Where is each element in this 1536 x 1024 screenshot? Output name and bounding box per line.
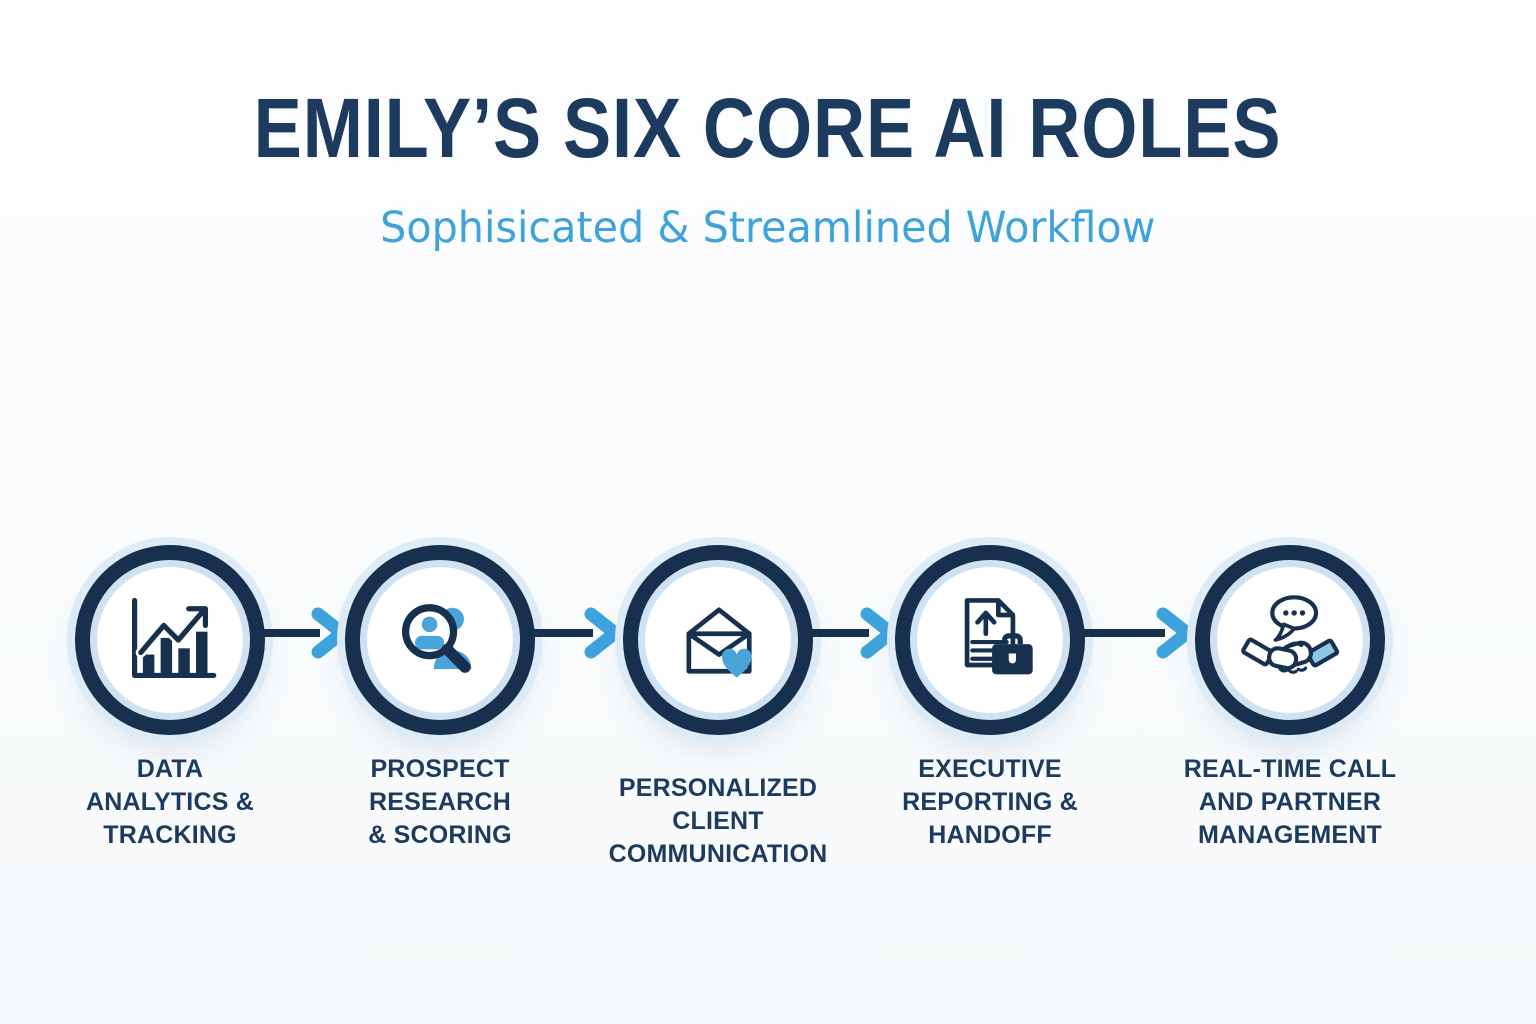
node-ring <box>623 545 813 735</box>
header: EMILY’S SIX CORE AI ROLES <box>0 86 1536 170</box>
magnifier-people-icon <box>401 604 472 673</box>
arrow-right-icon <box>1083 607 1193 659</box>
page-subtitle: Sophisicated & Streamlined Workflow <box>380 203 1156 253</box>
workflow-node-call-partner-management <box>1195 545 1385 735</box>
handshake-chat-icon <box>1241 595 1340 674</box>
workflow-node-data-analytics <box>75 545 265 735</box>
subheader: Sophisicated & Streamlined Workflow <box>0 203 1536 255</box>
step-label-data-analytics: DATA ANALYTICS & TRACKING <box>86 755 254 849</box>
workflow-node-prospect-research <box>345 545 535 735</box>
page-title: EMILY’S SIX CORE AI ROLES <box>254 81 1282 175</box>
node-ring <box>895 545 1085 735</box>
step-label-call-partner-management: REAL-TIME CALL AND PARTNER MANAGEMENT <box>1183 755 1397 849</box>
arrow-right-icon <box>533 607 621 659</box>
node-ring <box>75 545 265 735</box>
step-label-prospect-research: PROSPECT RESEARCH & SCORING <box>368 755 512 849</box>
step-label-client-communication: PERSONALIZED CLIENT COMMUNICATION <box>608 774 828 868</box>
bar-chart-trend-icon <box>131 597 217 679</box>
node-ring <box>1195 545 1385 735</box>
arrow-right-icon <box>262 607 348 659</box>
document-briefcase-icon <box>964 598 1033 675</box>
arrow-right-icon <box>811 607 897 659</box>
workflow-node-executive-reporting <box>895 545 1085 735</box>
node-ring <box>345 545 535 735</box>
envelope-heart-icon <box>686 607 752 678</box>
step-label-executive-reporting: EXECUTIVE REPORTING & HANDOFF <box>902 755 1078 849</box>
workflow-node-client-communication <box>623 545 813 735</box>
